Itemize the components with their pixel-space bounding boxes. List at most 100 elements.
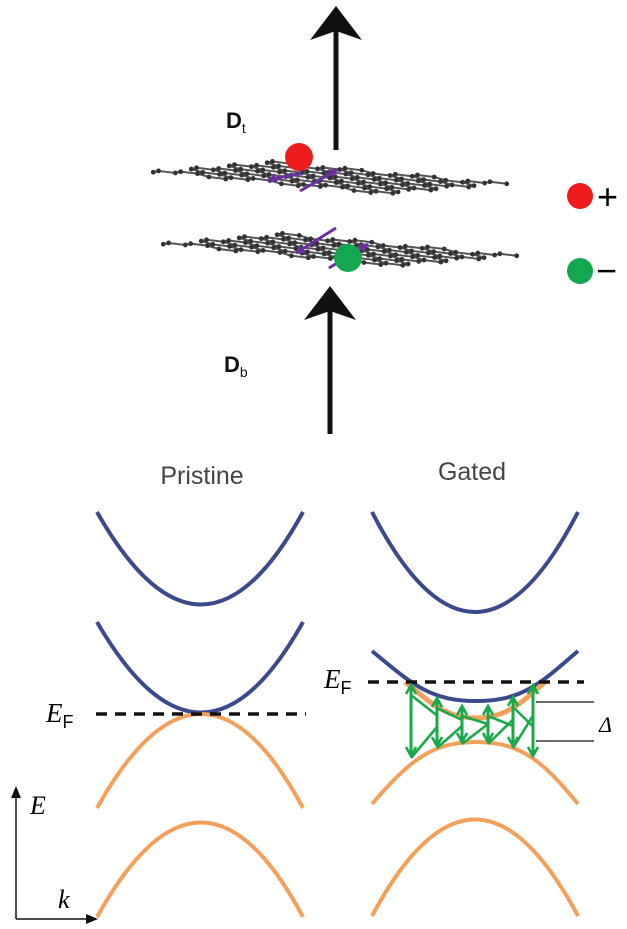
gated-fermi-label: EF bbox=[323, 664, 352, 698]
top-layer-atom bbox=[428, 187, 434, 193]
bottom-layer-atom bbox=[381, 249, 387, 254]
bottom-layer-atom bbox=[205, 243, 210, 249]
top-layer-atom bbox=[361, 179, 366, 185]
gated-lower-valence-band bbox=[370, 817, 580, 917]
bottom-layer-atom bbox=[254, 243, 260, 249]
top-layer-bond bbox=[379, 177, 397, 182]
top-layer-atom bbox=[294, 177, 300, 183]
bottom-layer-atom bbox=[188, 241, 194, 247]
hole-on-top-layer bbox=[285, 143, 313, 171]
bottom-layer-atom bbox=[405, 261, 411, 267]
top-layer-atom bbox=[362, 185, 367, 191]
bottom-layer-atom bbox=[437, 253, 443, 259]
bottom-layer-atom bbox=[255, 249, 261, 255]
bottom-layer-atom bbox=[475, 250, 481, 256]
top-layer-atom bbox=[395, 189, 401, 195]
bottom-layer-atom bbox=[296, 233, 302, 238]
bottom-layer-atom bbox=[216, 246, 222, 252]
top-layer-atom bbox=[270, 159, 275, 164]
bottom-layer-atom bbox=[361, 260, 367, 265]
top-layer-bond bbox=[230, 176, 248, 181]
top-layer-atom bbox=[250, 176, 256, 181]
top-layer-atom bbox=[411, 185, 417, 191]
gated-upper-conduction-band bbox=[370, 511, 580, 614]
top-layer-atom bbox=[245, 177, 251, 183]
pristine-fermi-label: EF bbox=[45, 698, 74, 732]
top-layer-atom bbox=[431, 174, 437, 180]
bottom-layer-atom bbox=[325, 238, 330, 244]
bottom-layer-atom bbox=[497, 251, 503, 257]
bottom-layer-atom bbox=[402, 243, 408, 249]
top-layer-atom bbox=[264, 160, 270, 166]
transition-zigzag bbox=[461, 714, 489, 726]
bottom-layer-atom bbox=[226, 238, 232, 243]
legend-minus-sign: − bbox=[596, 250, 617, 291]
bottom-layer-bond bbox=[433, 250, 451, 255]
top-layer-atom bbox=[261, 173, 267, 179]
energy-axis-label: E bbox=[29, 791, 46, 820]
top-layer-bond bbox=[306, 170, 324, 175]
top-layer-atom bbox=[244, 171, 250, 177]
bottom-layer-atom bbox=[432, 255, 437, 260]
top-layer-atom bbox=[342, 165, 348, 171]
top-layer-atom bbox=[371, 177, 377, 182]
bottom-layer-atom bbox=[454, 255, 460, 261]
top-layer-atom bbox=[393, 177, 399, 183]
bottom-layer-atom bbox=[393, 252, 399, 258]
legend-electron-dot bbox=[567, 258, 593, 284]
bottom-layer-atom bbox=[443, 258, 449, 264]
bottom-layer-atom bbox=[327, 256, 333, 261]
top-layer-bond bbox=[363, 181, 381, 186]
top-layer-bond bbox=[275, 178, 293, 183]
top-layer-atom bbox=[482, 180, 488, 186]
bottom-layer-atom bbox=[258, 236, 264, 242]
top-layer-atom bbox=[460, 179, 465, 185]
top-layer-bond bbox=[341, 180, 359, 185]
momentum-axis-label: k bbox=[58, 885, 70, 914]
top-layer-bond bbox=[344, 167, 362, 172]
top-layer-atom bbox=[304, 168, 310, 174]
top-layer-atom bbox=[343, 171, 349, 177]
top-layer-atom bbox=[348, 170, 354, 176]
top-layer-atom bbox=[238, 166, 244, 172]
bottom-layer-atom bbox=[369, 239, 375, 245]
bottom-layer-atom bbox=[397, 245, 403, 250]
pristine-upper-valence-band bbox=[95, 712, 305, 809]
top-layer-atom bbox=[279, 181, 284, 187]
top-layer-atom bbox=[276, 163, 282, 169]
bottom-layer-atom bbox=[320, 245, 326, 251]
bottom-layer-atom bbox=[292, 240, 298, 246]
top-layer-atom bbox=[349, 176, 355, 182]
top-layer-bond bbox=[423, 178, 441, 183]
bottom-layer-atom bbox=[280, 236, 286, 242]
top-layer-atom bbox=[387, 173, 393, 178]
top-layer-bond bbox=[256, 164, 274, 169]
top-layer-bond bbox=[158, 169, 176, 174]
bottom-layer-bond bbox=[168, 241, 186, 246]
bottom-layer-atom bbox=[204, 237, 209, 243]
bottom-layer-atom bbox=[387, 253, 393, 259]
pristine-lower-valence-band bbox=[95, 820, 305, 918]
top-layer-bond bbox=[353, 189, 371, 194]
bottom-layer-bond bbox=[218, 247, 236, 252]
top-layer-atom bbox=[337, 167, 343, 172]
top-layer-atom bbox=[260, 167, 266, 173]
bottom-layer-bond bbox=[282, 232, 300, 237]
top-layer-bond bbox=[313, 174, 331, 179]
top-layer-bond bbox=[208, 175, 226, 180]
bottom-layer-atom bbox=[365, 252, 371, 258]
top-layer-atom bbox=[320, 165, 326, 170]
bottom-layer-atom bbox=[304, 249, 310, 255]
bottom-layer-atom bbox=[415, 253, 421, 258]
top-layer-atom bbox=[332, 174, 338, 180]
top-layer-atom bbox=[254, 162, 259, 168]
bottom-layer-atom bbox=[375, 244, 381, 250]
top-layer-bond bbox=[234, 163, 252, 168]
top-layer-atom bbox=[427, 181, 433, 187]
top-layer-atom bbox=[226, 163, 232, 169]
top-layer-atom bbox=[449, 182, 455, 188]
top-layer-atom bbox=[487, 179, 493, 185]
transition-zigzag bbox=[461, 722, 489, 746]
gap-label: Δ bbox=[598, 712, 612, 737]
bottom-layer-atom bbox=[421, 257, 427, 263]
